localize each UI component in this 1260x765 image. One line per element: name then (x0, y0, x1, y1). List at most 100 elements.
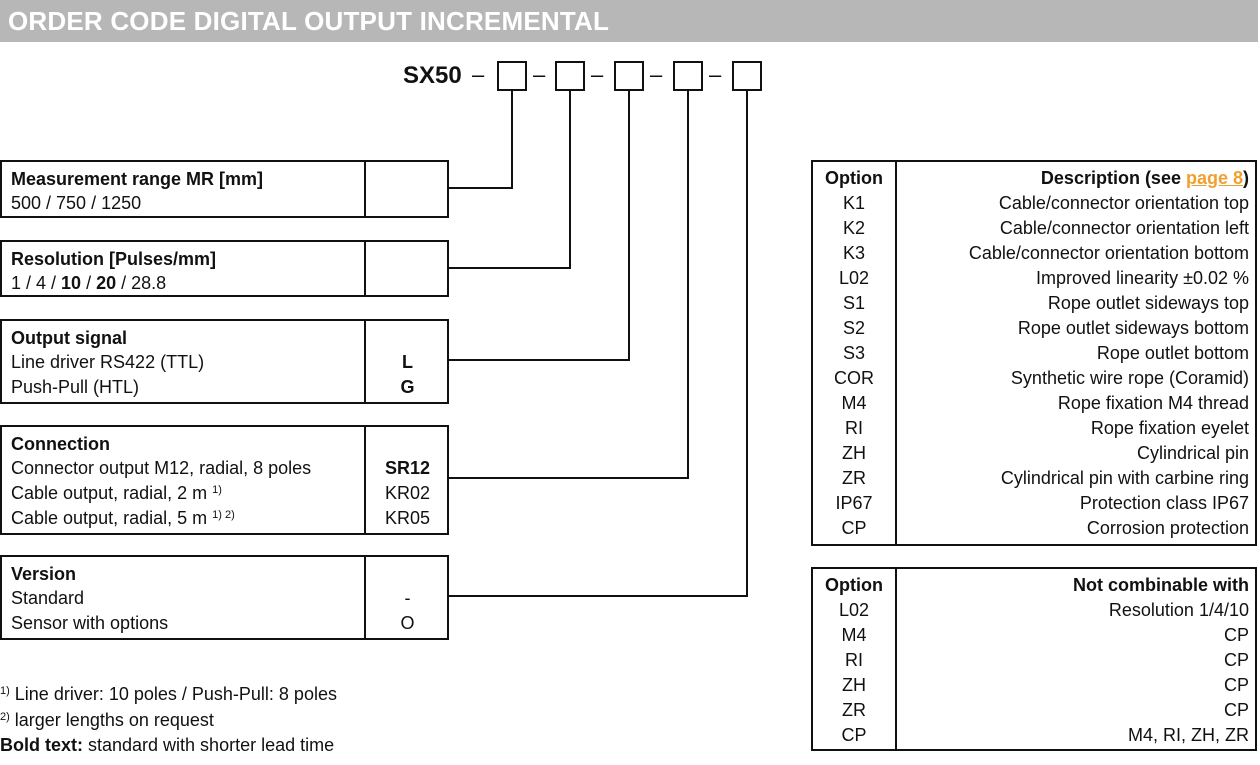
measurement-range-box: Measurement range MR [mm] 500 / 750 / 12… (0, 160, 449, 218)
version-box: Version Standard - Sensor with options O (0, 555, 449, 640)
footnote-text: Line driver: 10 poles / Push-Pull: 8 pol… (9, 684, 337, 704)
table-row: L02 Improved linearity ±0.02 % (813, 266, 1255, 291)
code-column (364, 321, 366, 402)
version-title: Version (11, 564, 77, 584)
option-code: ZH (842, 443, 866, 463)
page-header: ORDER CODE DIGITAL OUTPUT INCREMENTAL (0, 0, 1258, 42)
measurement-range-values: 500 / 750 / 1250 (11, 193, 142, 213)
version-code: O (400, 613, 415, 633)
option-code: M4 (841, 625, 867, 645)
footnote-marker: 2) (0, 711, 10, 723)
footnote-2: 2) larger lengths on request (0, 708, 214, 732)
code-slot-connection (673, 61, 703, 91)
output-signal-code: G (400, 377, 415, 397)
page-8-link[interactable]: page 8 (1185, 168, 1243, 188)
not-combinable-with: M4, RI, ZH, ZR (1128, 725, 1249, 745)
option-code: COR (834, 368, 874, 388)
option-description: Rope outlet bottom (1096, 343, 1249, 363)
not-combinable-with: CP (1223, 650, 1249, 670)
option-code: S3 (842, 343, 866, 363)
option-description: Synthetic wire rope (Coramid) (1010, 368, 1249, 388)
option-code: RI (845, 650, 863, 670)
connection-option-label: Cable output, radial, 5 m (11, 508, 213, 528)
footnote-marker: 1) (212, 484, 222, 496)
table-column-divider (895, 569, 897, 749)
output-signal-title: Output signal (11, 328, 127, 348)
bold-text-note: Bold text: standard with shorter lead ti… (0, 733, 334, 757)
option-description: Protection class IP67 (1079, 493, 1249, 513)
code-column (364, 162, 366, 216)
option-code: L02 (838, 268, 870, 288)
order-code-prefix: SX50 (403, 62, 462, 89)
table-row: COR Synthetic wire rope (Coramid) (813, 366, 1255, 391)
resolution-value-standard: 20 (96, 273, 117, 293)
connection-box: Connection Connector output M12, radial,… (0, 425, 449, 535)
code-separator: – (591, 62, 604, 87)
not-combinable-with: CP (1223, 675, 1249, 695)
code-separator: – (533, 62, 546, 87)
connection-option: Connector output M12, radial, 8 poles (11, 458, 312, 478)
connector-line-connection (449, 91, 689, 479)
resolution-values: 1 / 4 / 10 / 20 / 28.8 (11, 271, 166, 295)
connector-line-version (449, 91, 748, 597)
option-description: Corrosion protection (1086, 518, 1249, 538)
resolution-value-standard: 10 (61, 273, 82, 293)
option-description: Rope outlet sideways bottom (1017, 318, 1249, 338)
table-row: K3 Cable/connector orientation bottom (813, 241, 1255, 266)
not-combinable-with: CP (1223, 700, 1249, 720)
resolution-box: Resolution [Pulses/mm] 1 / 4 / 10 / 20 /… (0, 240, 449, 297)
option-code: K3 (842, 243, 866, 263)
connection-code: SR12 (384, 458, 431, 478)
combinability-table-header: Option Not combinable with (813, 573, 1255, 598)
connector-line-measurement (449, 91, 513, 189)
option-code: IP67 (835, 493, 873, 513)
option-code: M4 (841, 393, 867, 413)
version-option: Standard (11, 588, 85, 608)
option-code: CP (841, 518, 867, 538)
measurement-range-title: Measurement range MR [mm] (11, 169, 264, 189)
option-code: RI (845, 418, 863, 438)
output-signal-option: Line driver RS422 (TTL) (11, 352, 205, 372)
table-row: IP67 Protection class IP67 (813, 491, 1255, 516)
options-table-header: Option Description (see page 8) (813, 166, 1255, 191)
option-description: Improved linearity ±0.02 % (1036, 268, 1249, 288)
table-column-divider (895, 162, 897, 544)
table-row: CP M4, RI, ZH, ZR (813, 723, 1255, 748)
code-slot-version (732, 61, 762, 91)
output-signal-option: Push-Pull (HTL) (11, 377, 140, 397)
table-row: RI CP (813, 648, 1255, 673)
code-slot-resolution (555, 61, 585, 91)
option-description: Cable/connector orientation bottom (968, 243, 1249, 263)
footnote-1: 1) Line driver: 10 poles / Push-Pull: 8 … (0, 682, 337, 706)
table-row: S3 Rope outlet bottom (813, 341, 1255, 366)
option-code: CP (841, 725, 867, 745)
code-separator: – (709, 62, 722, 87)
connection-code: KR05 (384, 508, 431, 528)
code-column (364, 242, 366, 295)
connection-option-label: Cable output, radial, 2 m (11, 483, 213, 503)
option-description: Cylindrical pin with carbine ring (1000, 468, 1249, 488)
connection-title: Connection (11, 434, 110, 454)
table-row: RI Rope fixation eyelet (813, 416, 1255, 441)
option-code: L02 (838, 600, 870, 620)
header-not-combinable: Not combinable with (1072, 575, 1249, 595)
resolution-title: Resolution [Pulses/mm] (11, 249, 217, 269)
table-row: ZH CP (813, 673, 1255, 698)
connector-line-resolution (449, 91, 571, 269)
option-code: K1 (842, 193, 866, 213)
option-description: Rope fixation eyelet (1090, 418, 1249, 438)
header-description-suffix: ) (1243, 168, 1249, 188)
header-description: Description (see page 8) (1041, 166, 1249, 191)
option-code: ZH (842, 675, 866, 695)
